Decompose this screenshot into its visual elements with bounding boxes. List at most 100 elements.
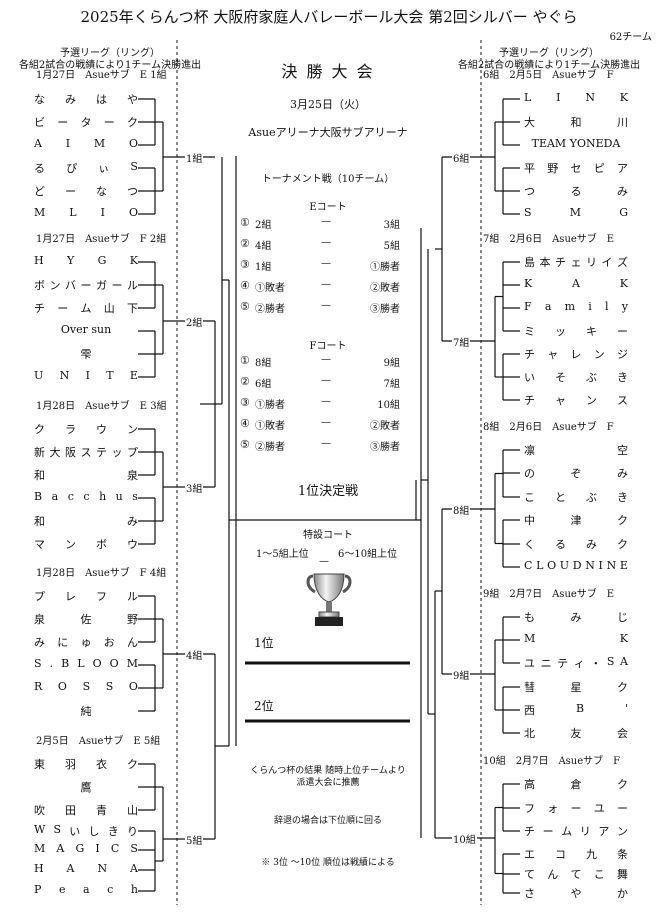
team-name: なみはや: [34, 91, 138, 107]
team-char: ー: [80, 279, 92, 292]
team-name: 北友会: [524, 725, 628, 741]
team-char: と: [555, 491, 566, 504]
team-char: 青: [96, 804, 107, 817]
team-char: I: [598, 559, 603, 572]
match-team-b: ①勝者: [370, 262, 400, 273]
team-char: O: [128, 680, 138, 693]
match-number: ⑤: [240, 438, 250, 451]
team-char: ボ: [96, 538, 107, 551]
team-char: ': [624, 702, 628, 715]
group-tag: 9組: [452, 667, 471, 682]
team-char: チ: [34, 302, 45, 315]
team-char: H: [34, 254, 44, 267]
team-char: 北: [524, 727, 535, 740]
team-char: N: [585, 91, 595, 104]
team-name: 彗星ク: [524, 679, 628, 695]
team-char: ジ: [617, 348, 628, 361]
team-char: N: [59, 369, 70, 382]
team-char: A: [34, 137, 42, 150]
team-char: B: [34, 490, 43, 503]
team-char: は: [96, 93, 107, 106]
team-name: どーなつ: [34, 183, 138, 199]
team-char: ・: [590, 657, 602, 670]
team-char: S: [82, 680, 91, 693]
team-char: 佐: [80, 613, 92, 626]
team-char: h: [99, 490, 107, 503]
match-number: ③: [240, 258, 250, 271]
final-dash: —: [319, 556, 329, 567]
team-char: ィ: [573, 657, 585, 670]
team-char: 東: [34, 758, 45, 771]
team-name: 鷹: [80, 781, 92, 794]
group-label: 2月5日 Asueサブ E 5組: [36, 736, 161, 747]
team-char: L: [536, 559, 544, 572]
team-char: て: [524, 868, 535, 881]
match-team-a: ②勝者: [255, 304, 285, 315]
team-char: M: [126, 657, 138, 670]
team-char: s: [132, 490, 138, 503]
team-char: F: [524, 300, 532, 313]
team-char: タ: [80, 116, 92, 129]
team-char: ガ: [96, 279, 107, 292]
team-char: テ: [557, 657, 569, 670]
team-char: ビ: [34, 116, 45, 129]
team-char: 彗: [524, 681, 535, 694]
team-char: み: [65, 93, 76, 106]
team-char: チ: [555, 256, 566, 269]
team-char: L: [524, 91, 532, 104]
team-char: N: [97, 862, 108, 875]
team-name: のぞみ: [524, 465, 628, 481]
team-char: I: [95, 842, 100, 855]
match-team-a: ②勝者: [255, 442, 285, 453]
team-char: Y: [66, 254, 75, 267]
team-char: B: [575, 702, 585, 715]
team-char: P: [34, 883, 42, 896]
note-withdraw: 辞退の場合は下位順に回る: [273, 816, 382, 826]
team-char: 倉: [570, 778, 582, 791]
team-char: S: [34, 657, 42, 670]
team-char: て: [570, 868, 582, 881]
match-dash: —: [321, 375, 331, 386]
team-char: ン: [127, 423, 138, 436]
group-label: 9組 2月7日 Asueサブ E: [483, 589, 615, 600]
team-char: ー: [617, 802, 628, 815]
team-char: ェ: [570, 256, 582, 269]
group-tag: 5組: [185, 832, 204, 847]
team-char: O: [128, 137, 138, 150]
team-name: 和み: [34, 513, 138, 529]
team-count: 62チーム: [609, 32, 652, 43]
team-char: お: [103, 636, 115, 649]
team-char: M: [34, 842, 46, 855]
team-char: 舞: [617, 868, 628, 881]
team-char: フ: [524, 802, 535, 815]
team-char: そ: [555, 371, 566, 384]
team-char: ズ: [617, 256, 628, 269]
group-label: 7組 2月6日 Asueサブ E: [483, 234, 615, 245]
team-char: な: [96, 185, 107, 198]
team-char: 野: [127, 613, 138, 626]
team-char: U: [34, 369, 44, 382]
team-char: 空: [617, 444, 628, 457]
team-name: ことぶき: [524, 489, 628, 505]
team-char: E: [619, 559, 628, 572]
match-dash: —: [321, 396, 331, 407]
team-char: I: [65, 137, 71, 150]
team-char: チ: [524, 348, 535, 361]
team-char: い: [524, 371, 535, 384]
final-venue: Asueアリーナ大阪サブアリーナ: [248, 126, 408, 139]
final-heading: 決 勝 大 会: [281, 62, 375, 81]
team-char: H: [34, 862, 44, 875]
team-char: A: [130, 862, 138, 875]
team-char: か: [617, 887, 628, 900]
team-char: ン: [616, 825, 628, 838]
team-char: S: [105, 680, 114, 693]
team-char: m: [564, 300, 576, 313]
